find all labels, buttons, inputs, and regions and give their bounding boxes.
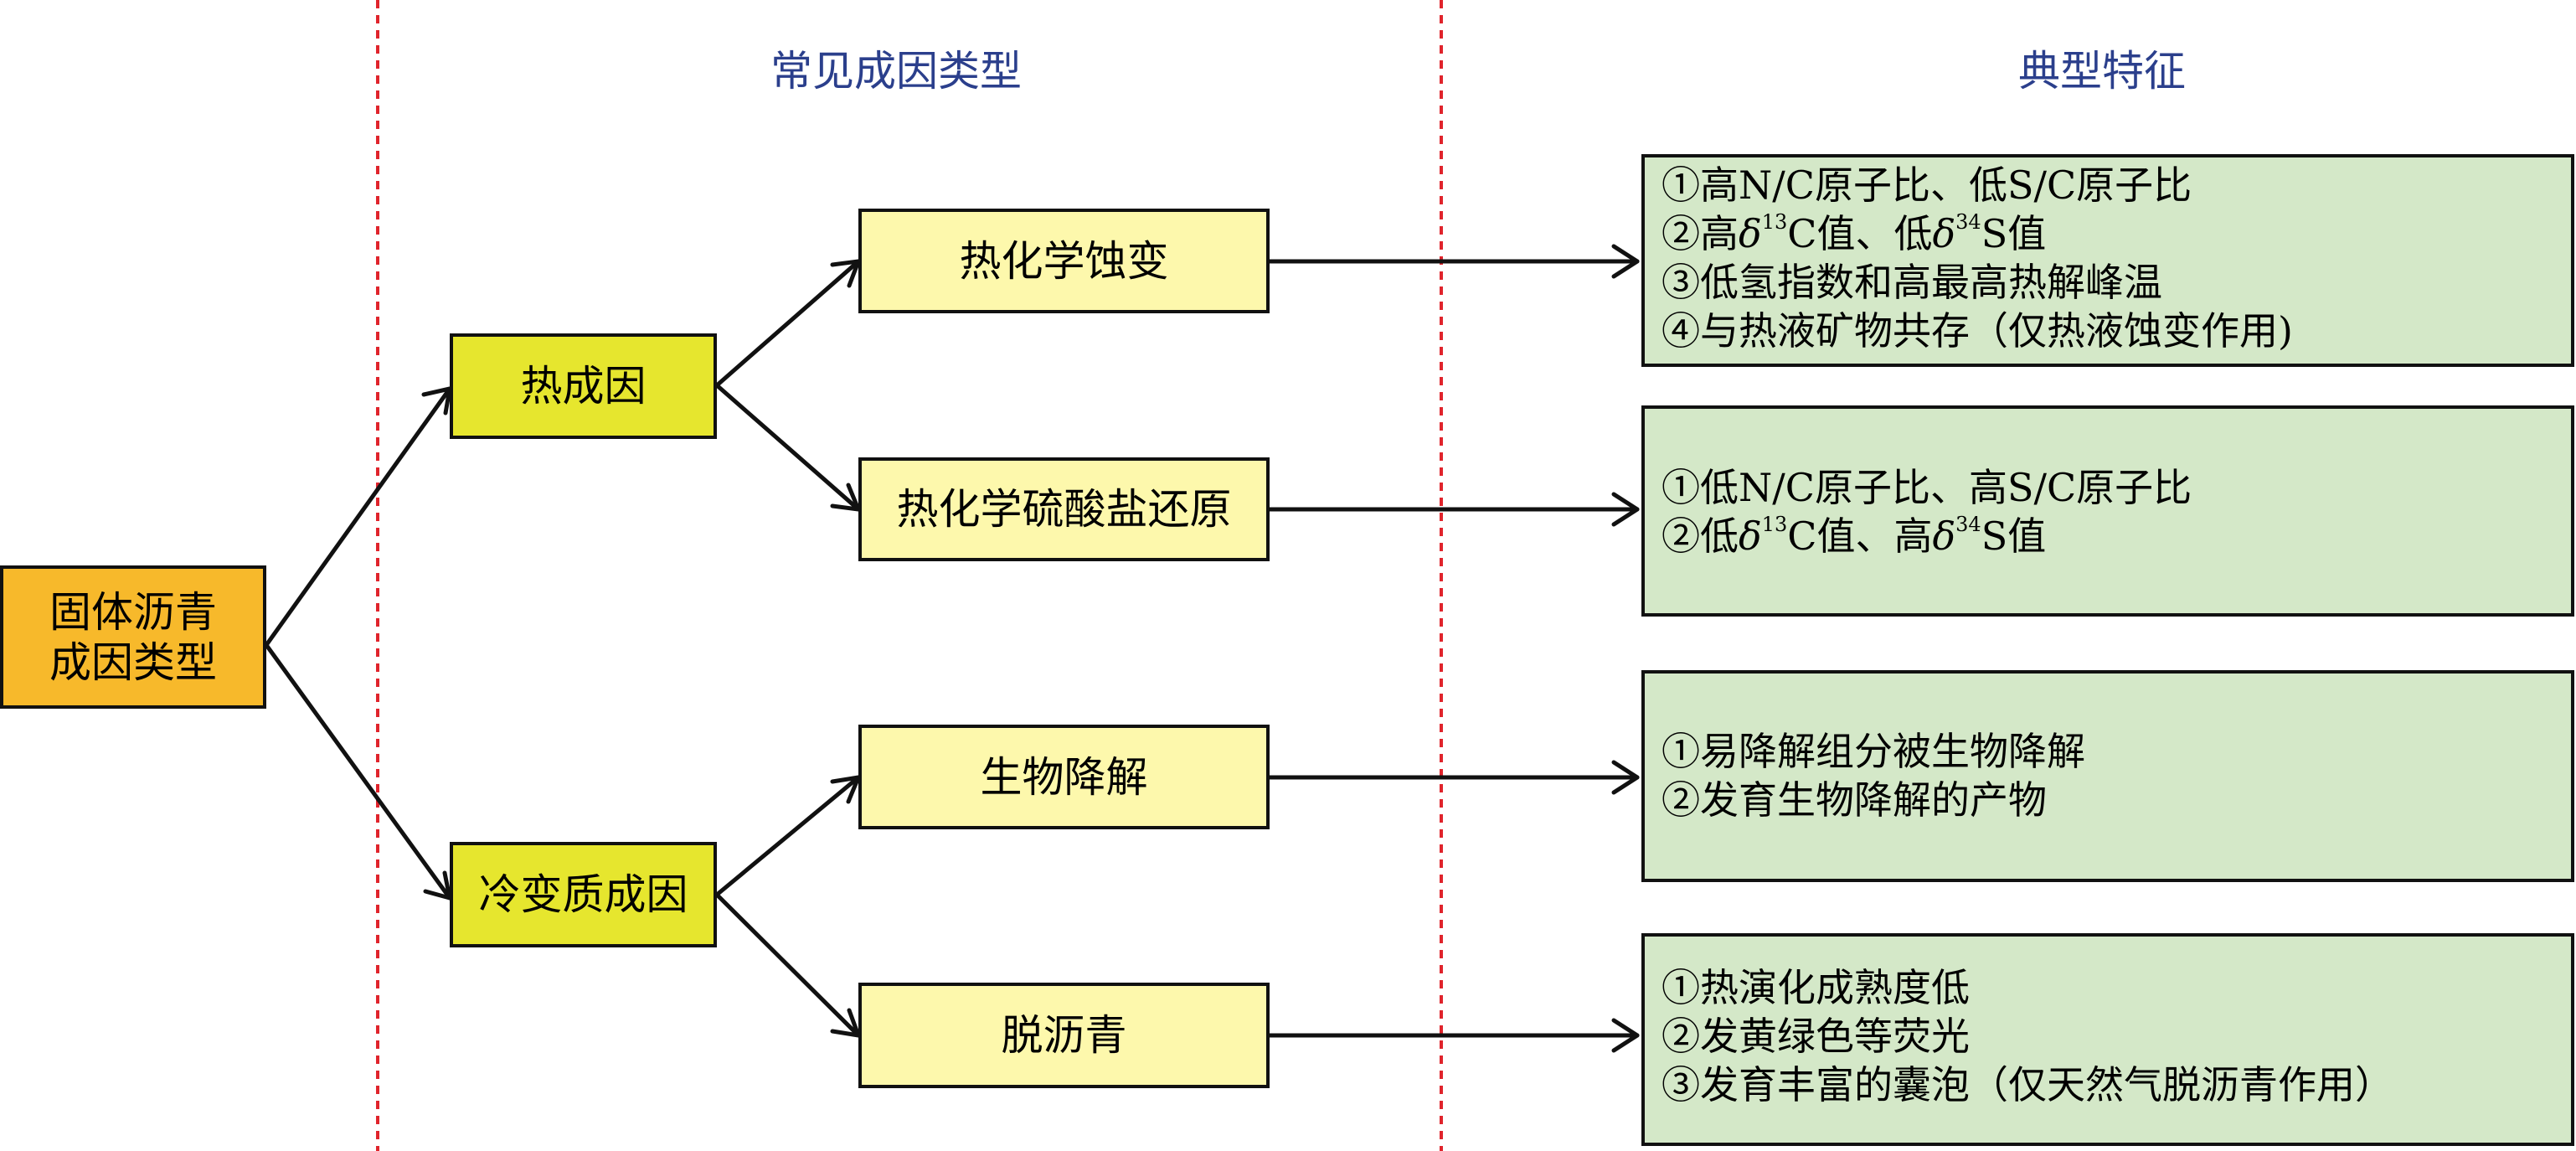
arrow-root-to-cold xyxy=(264,643,452,901)
feature-box-thermochemical-sulfate-reduction: ①低N/C原子比、高S/C原子比 ②低δ13C值、高δ34S值 xyxy=(1641,405,2574,617)
type-node-biodegradation: 生物降解 xyxy=(858,725,1270,829)
cause-node-cold-metamorphic: 冷变质成因 xyxy=(450,842,717,947)
arrow-cold-to-biodegradation xyxy=(714,775,861,897)
arrow-thermal-to-alteration xyxy=(714,259,861,388)
type-node-deasphalting: 脱沥青 xyxy=(858,983,1270,1088)
feature-line: ④与热液矿物共存（仅热液蚀变作用) xyxy=(1662,308,2293,354)
root-node: 固体沥青 成因类型 xyxy=(0,565,266,709)
feature-line-isotope: ②高δ13C值、低δ34S值 xyxy=(1662,210,2047,256)
feature-line: ①易降解组分被生物降解 xyxy=(1662,729,2085,774)
feature-box-deasphalting: ①热演化成熟度低 ②发黄绿色等荧光 ③发育丰富的囊泡（仅天然气脱沥青作用） xyxy=(1641,933,2574,1146)
header-typical-features: 典型特征 xyxy=(2018,47,2186,95)
feature-line: ②发育生物降解的产物 xyxy=(1662,777,2047,823)
feature-box-thermochemical-alteration: ①高N/C原子比、低S/C原子比 ②高δ13C值、低δ34S值 ③低氢指数和高最… xyxy=(1641,154,2574,367)
feature-line: ②发黄绿色等荧光 xyxy=(1662,1014,1970,1059)
header-genetic-types: 常见成因类型 xyxy=(770,47,1022,95)
root-label-line2: 成因类型 xyxy=(49,637,217,687)
type-node-thermochemical-alteration: 热化学蚀变 xyxy=(858,209,1270,313)
arrow-root-to-thermal xyxy=(264,386,452,648)
root-label-line1: 固体沥青 xyxy=(49,587,217,637)
feature-line: ③低氢指数和高最高热解峰温 xyxy=(1662,260,2162,305)
arrow-cold-to-deasphalting xyxy=(714,892,861,1038)
arrow-thermal-to-tsr xyxy=(714,383,861,512)
feature-line-isotope: ②低δ13C值、高δ34S值 xyxy=(1662,513,2047,559)
arrowhead xyxy=(1611,492,1640,527)
feature-box-biodegradation: ①易降解组分被生物降解 ②发育生物降解的产物 xyxy=(1641,670,2574,882)
feature-line: ①热演化成熟度低 xyxy=(1662,965,1970,1010)
feature-line: ①低N/C原子比、高S/C原子比 xyxy=(1662,465,2192,510)
arrowhead xyxy=(1611,760,1640,795)
type-node-thermochemical-sulfate-reduction: 热化学硫酸盐还原 xyxy=(858,457,1270,561)
feature-line: ①高N/C原子比、低S/C原子比 xyxy=(1662,163,2192,208)
feature-line: ③发育丰富的囊泡（仅天然气脱沥青作用） xyxy=(1662,1062,2393,1107)
cause-node-thermal: 热成因 xyxy=(450,333,717,439)
arrowhead xyxy=(1611,244,1640,279)
arrowhead xyxy=(1611,1018,1640,1053)
